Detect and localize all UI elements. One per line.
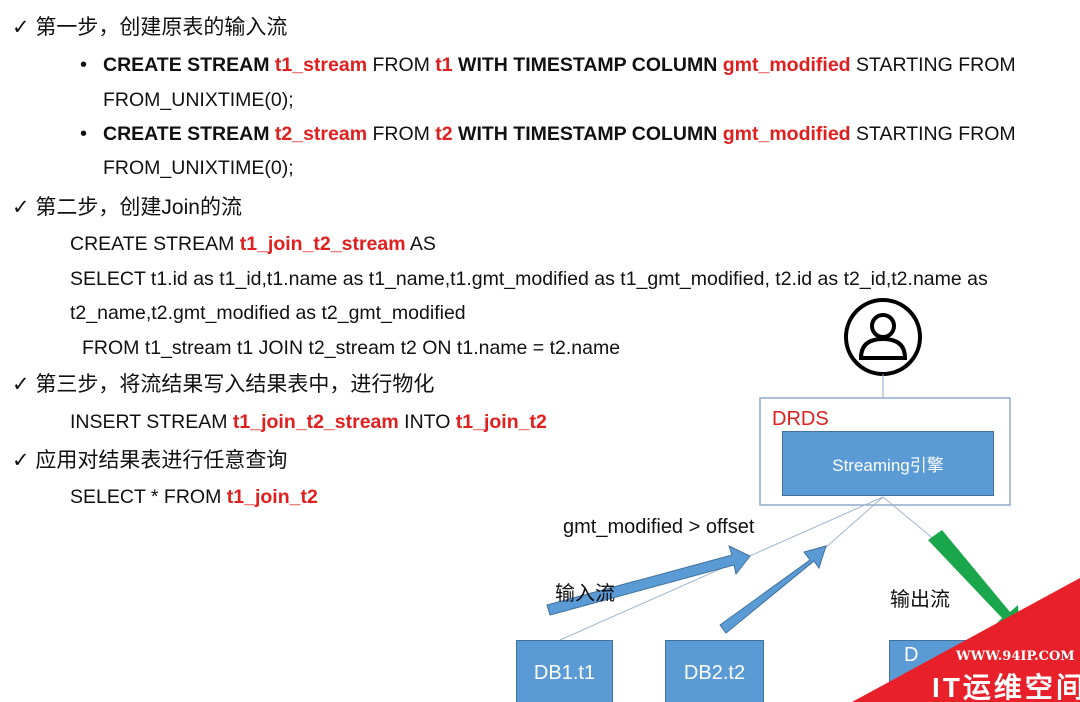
- code-line: CREATE STREAM t1_stream FROM t1 WITH TIM…: [103, 53, 1016, 77]
- text-segment: STARTING FROM: [850, 54, 1016, 76]
- drds-label: DRDS: [772, 408, 829, 430]
- text-segment: FROM: [367, 54, 436, 76]
- text-segment: FROM_UNIXTIME(0);: [103, 89, 294, 111]
- text-segment: t2_name,t2.gmt_modified as t2_gmt_modifi…: [70, 302, 466, 324]
- text-segment: FROM t1_stream t1 JOIN t2_stream t2 ON t…: [82, 337, 621, 359]
- highlighted-identifier: t1_join_t2_stream: [232, 411, 399, 433]
- output-stream-label: 输出流: [890, 589, 950, 611]
- output-arrow: [928, 530, 1020, 635]
- input-stream-label: 输入流: [555, 583, 615, 605]
- bullet: •: [80, 123, 88, 145]
- highlighted-identifier: t1_join_t2_stream: [239, 233, 406, 255]
- text-segment: FROM_UNIXTIME(0);: [103, 157, 294, 179]
- db1-box: DB1.t1: [516, 640, 613, 702]
- input-arrow-1: [546, 545, 751, 616]
- condition-label: gmt_modified > offset: [563, 516, 755, 538]
- highlighted-identifier: gmt_modified: [722, 123, 851, 145]
- watermark-name: IT运维空间: [932, 672, 1080, 702]
- text-segment: SELECT * FROM: [70, 486, 227, 508]
- code-line: CREATE STREAM t1_join_t2_stream AS: [70, 232, 436, 256]
- code-line: t2_name,t2.gmt_modified as t2_gmt_modifi…: [70, 301, 466, 325]
- highlighted-identifier: t1: [435, 54, 453, 76]
- step-heading: ✓ 第一步，创建原表的输入流: [12, 16, 287, 40]
- text-segment: ✓ 第一步，创建原表的输入流: [12, 16, 288, 39]
- input-arrow-2: [719, 545, 827, 634]
- text-segment: WITH TIMESTAMP COLUMN: [452, 54, 723, 76]
- highlighted-identifier: t2: [435, 123, 453, 145]
- highlighted-identifier: t2_stream: [274, 123, 368, 145]
- db1-label: DB1.t1: [533, 661, 596, 684]
- text-segment: ✓ 第三步，将流结果写入结果表中，进行物化: [12, 373, 435, 396]
- text-segment: ✓ 应用对结果表进行任意查询: [12, 449, 288, 472]
- text-segment: STARTING FROM: [850, 123, 1016, 145]
- step-heading: ✓ 第三步，将流结果写入结果表中，进行物化: [12, 373, 434, 397]
- code-line: SELECT * FROM t1_join_t2: [70, 485, 318, 509]
- bullet: •: [80, 54, 88, 76]
- step-heading: ✓ 应用对结果表进行任意查询: [12, 449, 287, 473]
- code-line: FROM_UNIXTIME(0);: [103, 156, 294, 180]
- text-segment: WITH TIMESTAMP COLUMN: [452, 123, 723, 145]
- step-heading: ✓ 第二步，创建Join的流: [12, 196, 242, 220]
- text-segment: INSERT STREAM: [70, 411, 233, 433]
- code-line: CREATE STREAM t2_stream FROM t2 WITH TIM…: [103, 122, 1016, 146]
- code-line: INSERT STREAM t1_join_t2_stream INTO t1_…: [70, 410, 547, 434]
- highlighted-identifier: t1_join_t2: [455, 411, 547, 433]
- db2-box: DB2.t2: [665, 640, 764, 702]
- watermark-url: WWW.94IP.COM: [956, 649, 1075, 664]
- text-segment: CREATE STREAM: [70, 233, 240, 255]
- highlighted-identifier: t1_stream: [274, 54, 368, 76]
- code-line: FROM t1_stream t1 JOIN t2_stream t2 ON t…: [82, 336, 620, 360]
- text-segment: INTO: [398, 411, 456, 433]
- text-segment: CREATE STREAM: [103, 123, 275, 145]
- db3-label: D: [904, 644, 919, 666]
- highlighted-identifier: gmt_modified: [722, 54, 851, 76]
- engine-label: Streaming引擎: [832, 456, 944, 475]
- code-line: FROM_UNIXTIME(0);: [103, 88, 294, 112]
- text-segment: SELECT t1.id as t1_id,t1.name as t1_name…: [70, 268, 988, 290]
- text-segment: ✓ 第二步，创建Join的流: [12, 196, 242, 219]
- highlighted-identifier: t1_join_t2: [226, 486, 318, 508]
- text-segment: CREATE STREAM: [103, 54, 275, 76]
- streaming-engine-box: Streaming引擎: [782, 431, 994, 496]
- text-segment: AS: [405, 233, 436, 255]
- text-segment: FROM: [367, 123, 436, 145]
- code-line: SELECT t1.id as t1_id,t1.name as t1_name…: [70, 267, 988, 291]
- db2-label: DB2.t2: [683, 661, 746, 684]
